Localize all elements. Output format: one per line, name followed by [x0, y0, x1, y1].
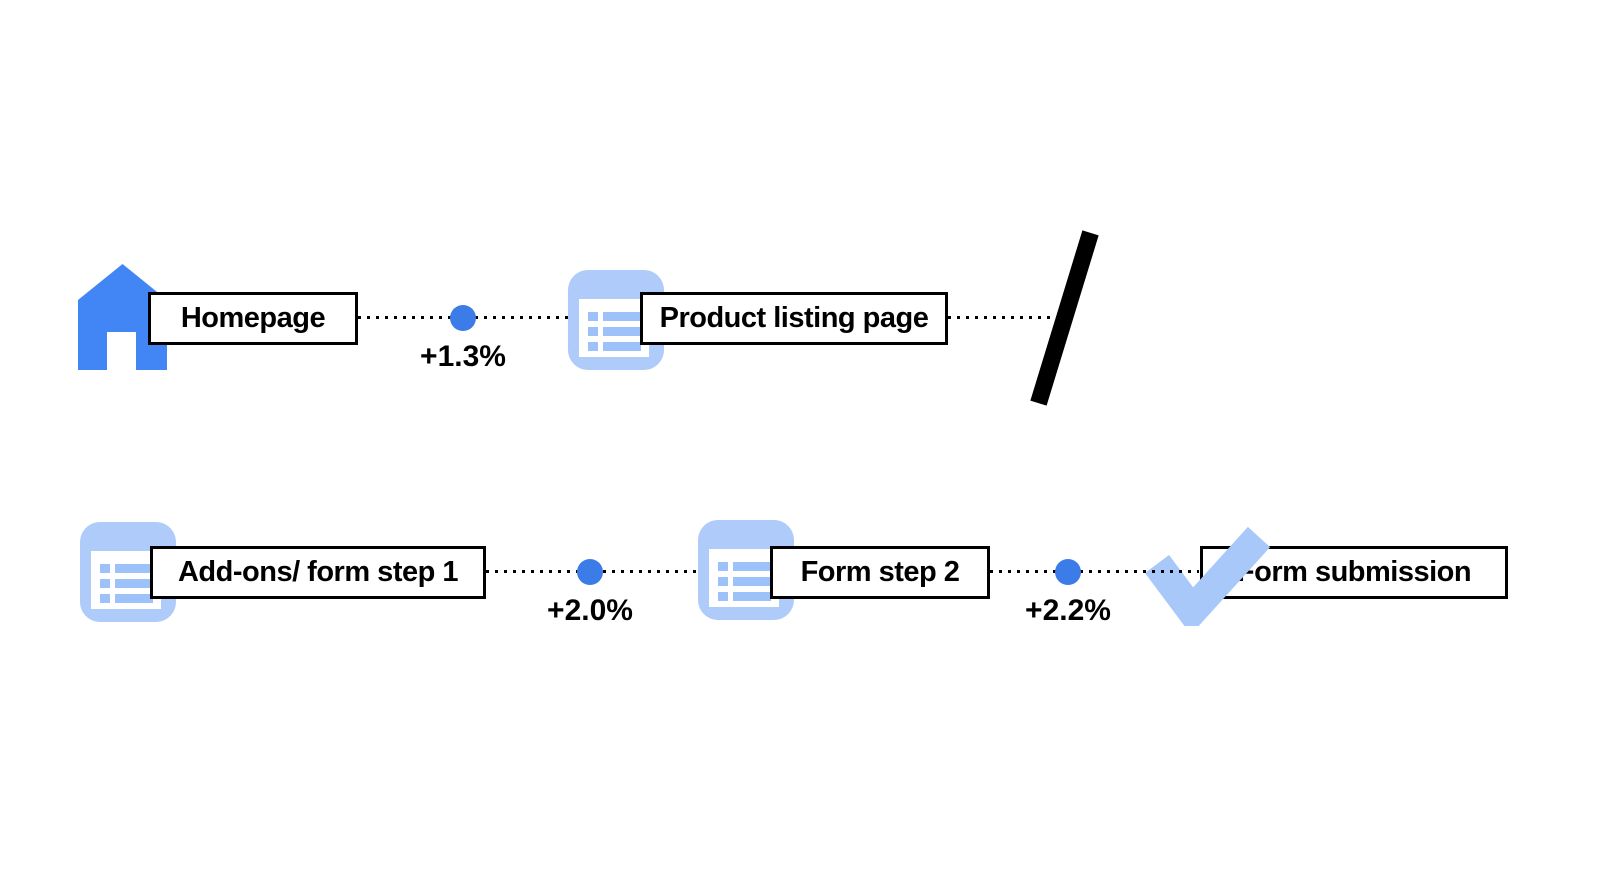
node-form-submission: Form submission: [1200, 546, 1508, 599]
conversion-delta-1: +1.3%: [420, 340, 506, 373]
node-product-listing-page: Product listing page: [640, 292, 948, 345]
node-form-submission-label: Form submission: [1236, 556, 1472, 588]
node-homepage-label: Homepage: [180, 302, 326, 334]
node-form-step-2: Form step 2: [770, 546, 990, 599]
connector-line-2: [948, 316, 1054, 319]
node-addons-form-step-1-label: Add-ons/ form step 1: [177, 556, 459, 588]
node-form-step-2-label: Form step 2: [800, 556, 960, 588]
node-homepage: Homepage: [148, 292, 358, 345]
connector-line-4: [990, 570, 1199, 573]
connector-dot-3: [1055, 559, 1081, 585]
check-icon: [1144, 526, 1271, 626]
connector-dot-2: [577, 559, 603, 585]
node-addons-form-step-1: Add-ons/ form step 1: [150, 546, 486, 599]
home-icon: [78, 264, 167, 370]
conversion-delta-3: +2.2%: [1025, 594, 1111, 627]
node-product-listing-page-label: Product listing page: [659, 302, 929, 334]
connector-dot-1: [450, 305, 476, 331]
conversion-delta-2: +2.0%: [547, 594, 633, 627]
